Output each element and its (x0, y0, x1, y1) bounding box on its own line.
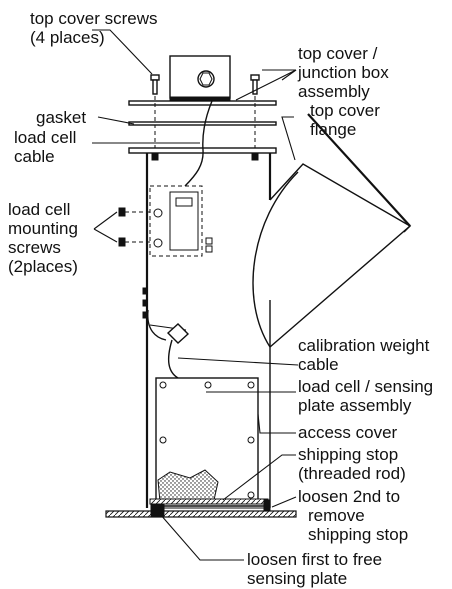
calibration-weight-cable (147, 309, 190, 379)
inlet-chute (252, 113, 412, 348)
label-top-cover-junction-box: top cover / junction box assembly (297, 44, 393, 101)
label-loosen-2nd: loosen 2nd to remove shipping stop (298, 487, 408, 544)
label-load-cell-sensing-plate: load cell / sensing plate assembly (298, 377, 438, 415)
label-shipping-stop: shipping stop (threaded rod) (298, 445, 406, 483)
label-top-cover-screws: top cover screws (4 places) (30, 9, 162, 47)
label-calibration-weight-cable: calibration weight cable (298, 336, 434, 374)
label-load-cell-mounting-screws: load cell mounting screws (2places) (8, 200, 83, 276)
mounting-screw-lower (118, 237, 150, 247)
internal-fittings (142, 237, 213, 331)
label-load-cell-cable: load cell cable (14, 128, 81, 166)
label-gasket: gasket (36, 108, 86, 127)
load-cell-cable (184, 100, 213, 187)
label-access-cover: access cover (298, 423, 398, 442)
label-top-cover-flange: top cover flange (310, 101, 385, 139)
load-cell (149, 185, 203, 257)
mounting-screw-upper (118, 207, 150, 217)
top-cover-screw-right (250, 74, 260, 148)
top-cover-plate (128, 100, 277, 106)
base-flange (105, 503, 297, 518)
junction-box (169, 55, 231, 102)
label-loosen-first: loosen first to free sensing plate (247, 550, 387, 588)
leader-lines (92, 29, 299, 561)
top-cover-screw-left (150, 74, 160, 148)
gasket (128, 121, 277, 126)
sensing-plate-assembly (149, 469, 269, 505)
